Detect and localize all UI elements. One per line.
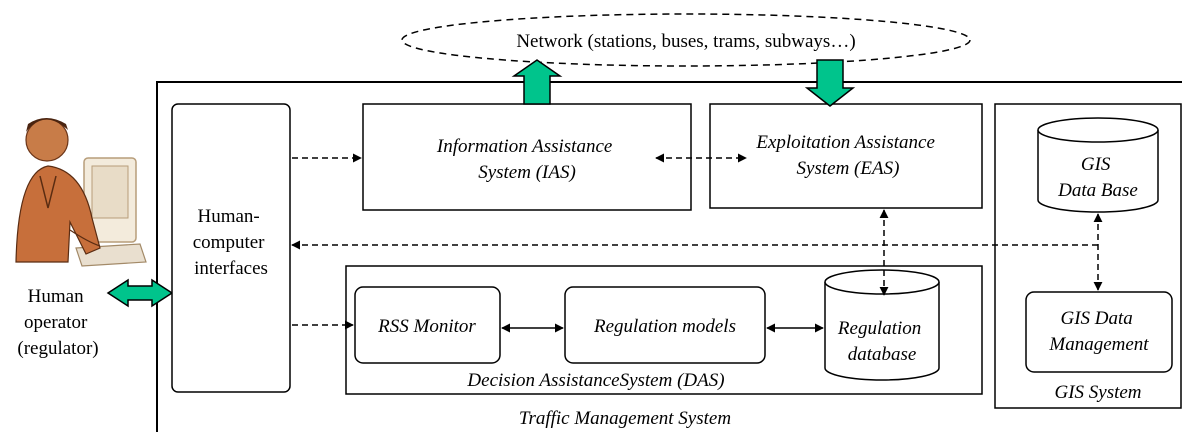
rss-monitor-box (354, 286, 501, 364)
network-node: Network (stations, buses, trams, subways… (401, 13, 971, 67)
gis-data-management-box (1025, 291, 1173, 373)
regulation-database-label: Regulation database (837, 318, 926, 365)
hci-label: Human- computer interfaces (193, 206, 270, 279)
eas-label: Exploitation Assistance System (EAS) (755, 132, 939, 179)
regulation-models-box (564, 286, 766, 364)
network-to-eas-arrow (804, 59, 856, 107)
ias-label: Information Assistance System (IAS) (436, 136, 617, 183)
traffic-management-system-caption: Traffic Management System (519, 408, 731, 429)
ias-box (362, 103, 692, 211)
gis-data-management-label: GIS Data Management (1048, 308, 1149, 355)
network-label: Network (stations, buses, trams, subways… (516, 31, 855, 52)
operator-icon (15, 118, 147, 267)
operator-hci-arrow (106, 278, 174, 308)
ias-to-network-arrow (511, 59, 563, 105)
regulation-models-label: Regulation models (593, 316, 736, 337)
operator-label: Human operator (regulator) (17, 286, 98, 359)
gis-database-label: GIS Data Base (1057, 154, 1138, 201)
hci-box (171, 103, 291, 393)
gis-database-cylinder (1037, 117, 1159, 213)
rss-monitor-label: RSS Monitor (377, 316, 476, 337)
eas-box (709, 103, 983, 209)
gis-system-caption: GIS System (1054, 382, 1141, 403)
das-caption: Decision AssistanceSystem (DAS) (466, 370, 724, 391)
